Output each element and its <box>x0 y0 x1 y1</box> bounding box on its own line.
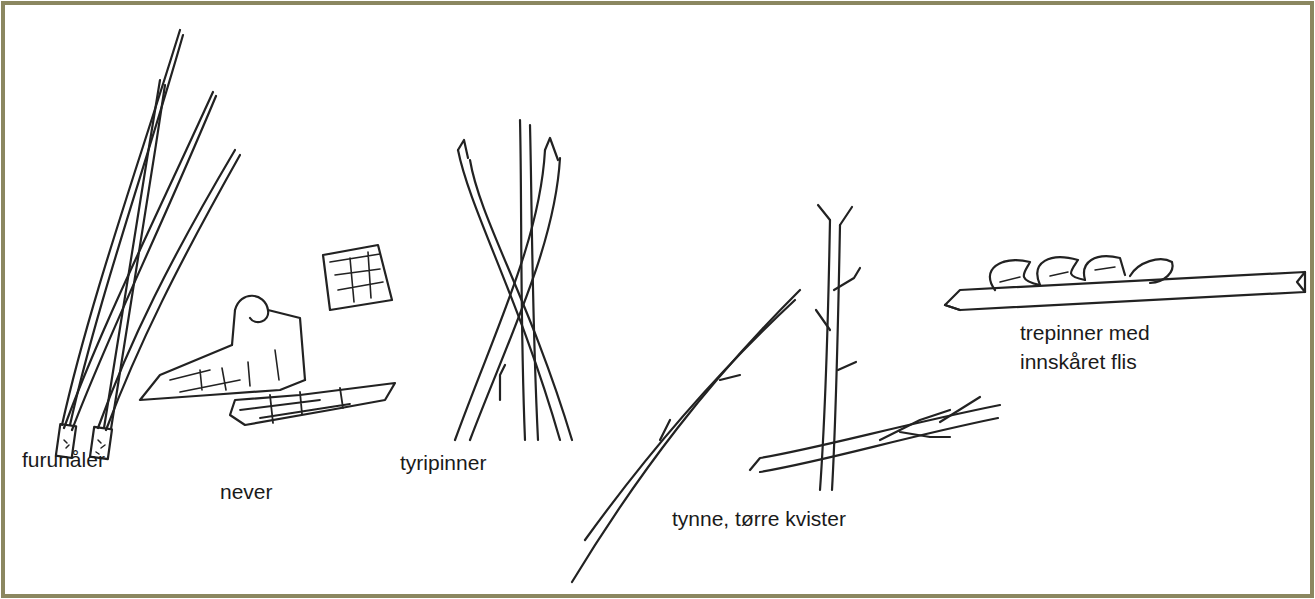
dry-twigs <box>572 205 1000 582</box>
tinder-label: never <box>220 477 273 506</box>
resin-sticks <box>455 120 572 440</box>
birch-bark <box>140 245 395 425</box>
tinder-label: tynne, tørre kvister <box>672 504 846 533</box>
tinder-label: furunåler <box>22 445 105 474</box>
feather-stick <box>945 256 1305 310</box>
tinder-label: tyripinner <box>400 448 486 477</box>
tinder-label: trepinner med innskåret flis <box>1020 318 1195 376</box>
